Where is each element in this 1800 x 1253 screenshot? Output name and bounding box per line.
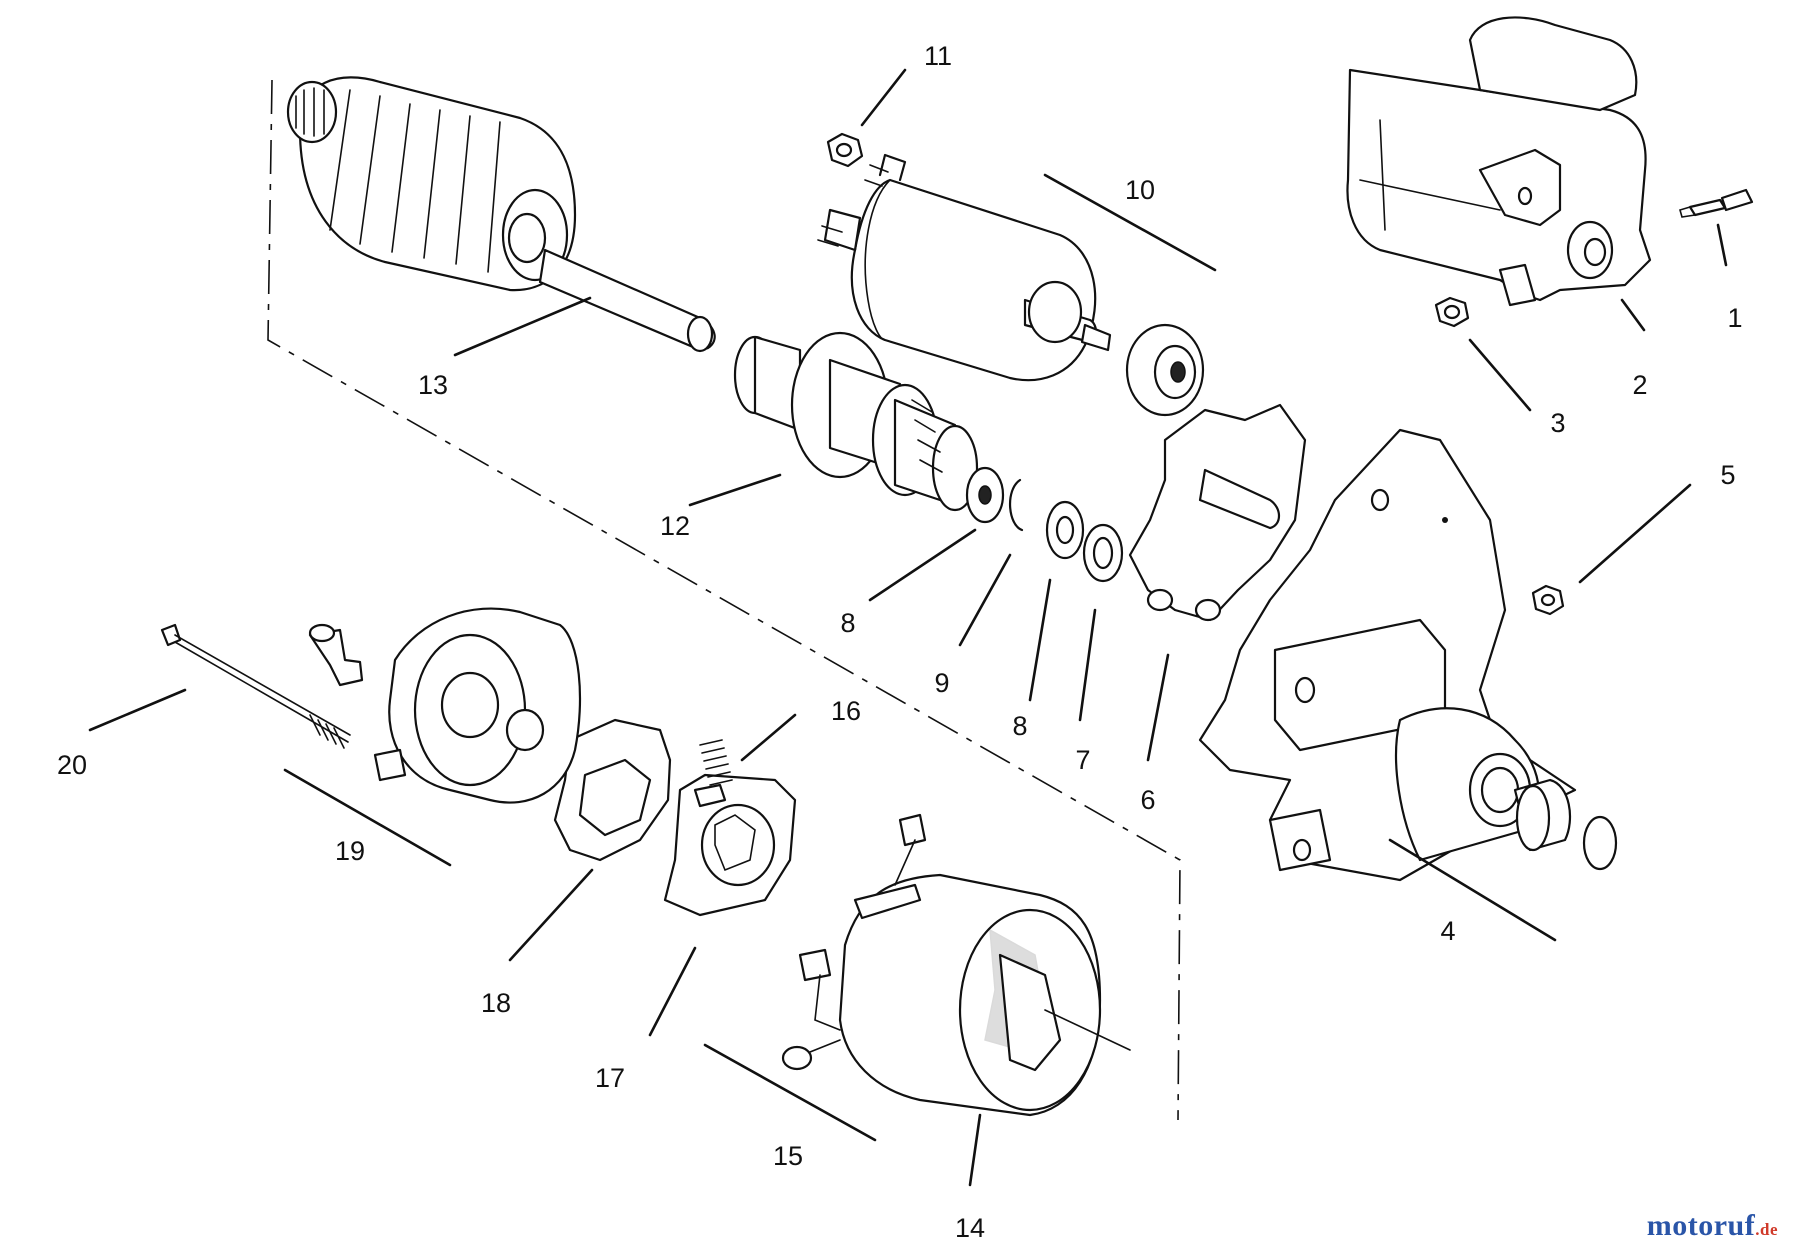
callout-20: 20 [57, 750, 87, 780]
callout-12: 12 [660, 511, 690, 541]
leader-9 [958, 553, 1012, 647]
part-through-bolt-small [308, 623, 364, 687]
part-through-bolt [160, 623, 351, 749]
part-overrunning-clutch [733, 331, 979, 512]
callout-15: 15 [773, 1141, 803, 1171]
callout-6: 6 [1140, 785, 1155, 815]
leader-6 [1146, 653, 1170, 762]
leader-8b [1028, 578, 1052, 702]
part-snap-ring [1008, 478, 1024, 532]
part-bolt-short [1679, 188, 1754, 218]
leader-15 [703, 1043, 877, 1142]
leader-7 [1078, 608, 1097, 722]
part-nut-housing [1531, 584, 1565, 616]
callout-14: 14 [955, 1213, 985, 1243]
leader-20 [88, 688, 187, 732]
leader-1 [1716, 223, 1728, 267]
part-yoke [781, 813, 1131, 1117]
leader-2 [1620, 298, 1646, 332]
callout-8a: 8 [840, 608, 855, 638]
leader-8a [868, 528, 977, 602]
part-stop-collar-upper [965, 466, 1005, 524]
leader-14 [968, 1113, 982, 1187]
leader-3 [1468, 338, 1532, 412]
callout-numbers: 1 2 3 4 5 6 7 8 9 8 10 11 12 13 14 15 16… [57, 41, 1743, 1243]
part-end-cover [373, 607, 582, 804]
leader-10 [1043, 173, 1217, 272]
callout-2: 2 [1632, 370, 1647, 400]
callout-8b: 8 [1012, 711, 1027, 741]
callout-4: 4 [1440, 916, 1455, 946]
leader-4 [1388, 838, 1557, 942]
part-stop-collar-lower [1045, 500, 1085, 560]
callout-11: 11 [924, 41, 952, 71]
leader-lines [88, 68, 1728, 1187]
leader-16 [740, 713, 797, 762]
callout-19: 19 [335, 836, 365, 866]
watermark-tld: .de [1755, 1220, 1778, 1239]
part-washer [1082, 523, 1124, 583]
callout-1: 1 [1727, 303, 1742, 333]
leader-17 [648, 946, 697, 1037]
part-bushing [1513, 778, 1618, 871]
callout-18: 18 [481, 988, 511, 1018]
leader-5 [1578, 483, 1692, 584]
callout-3: 3 [1550, 408, 1565, 438]
part-starter-assembly [1346, 16, 1652, 307]
assembly-boundary [267, 79, 1181, 1121]
part-drive-housing [1198, 428, 1577, 882]
part-plunger [1125, 323, 1205, 417]
part-brush-holder [663, 773, 797, 917]
callout-13: 13 [418, 370, 448, 400]
callout-10: 10 [1125, 175, 1155, 205]
watermark-logo: motoruf.de [1647, 1209, 1778, 1243]
callout-16: 16 [831, 696, 861, 726]
leader-13 [453, 296, 592, 357]
callout-9: 9 [934, 668, 949, 698]
leader-18 [508, 868, 594, 962]
part-brush-spring [699, 739, 733, 786]
part-nut-small [826, 132, 864, 168]
part-solenoid [817, 153, 1112, 382]
leader-19 [283, 768, 452, 867]
part-armature [286, 76, 716, 353]
watermark-brand: motoruf [1646, 1209, 1756, 1242]
leader-11 [860, 68, 907, 127]
callout-5: 5 [1720, 460, 1735, 490]
leader-12 [688, 473, 782, 507]
part-insulator-plate [553, 718, 672, 862]
part-nut-starter [1434, 296, 1470, 328]
part-shift-lever [1128, 403, 1307, 622]
callout-7: 7 [1075, 745, 1090, 775]
callout-17: 17 [595, 1063, 625, 1093]
